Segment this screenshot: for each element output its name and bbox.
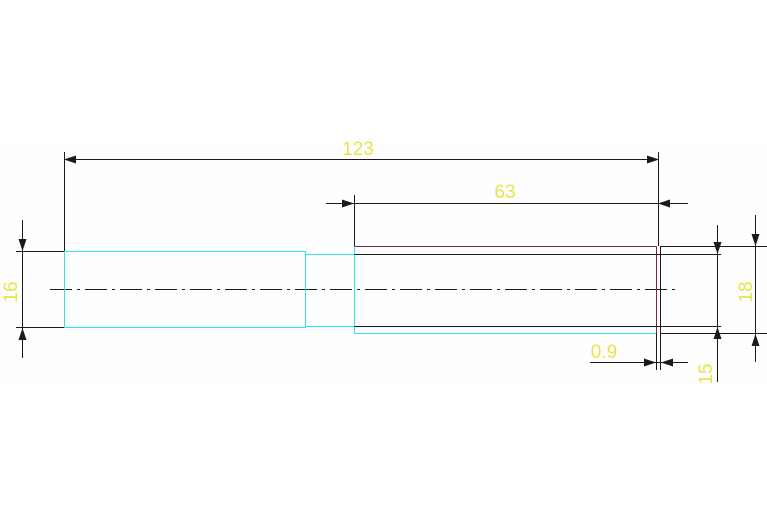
arrow-63-right — [658, 199, 670, 208]
dim-text-right-diameter: 18 — [736, 281, 757, 302]
arrow-09-left — [644, 358, 656, 367]
arrow-09-right — [661, 358, 673, 367]
arrow-18-bottom — [751, 334, 760, 346]
arrow-16-bottom — [18, 328, 27, 340]
drawing-area — [0, 140, 767, 383]
dim-text-overall-length: 123 — [342, 139, 374, 160]
arrow-15-top — [713, 242, 722, 254]
arrow-16-top — [18, 239, 27, 251]
arrow-15-bottom — [713, 327, 722, 339]
dim-text-bottom-value: 15 — [696, 363, 717, 384]
dim-text-step-offset: 0.9 — [591, 342, 617, 363]
dim-text-left-diameter: 16 — [1, 281, 22, 302]
neck-section — [305, 254, 355, 327]
arrow-18-top — [751, 234, 760, 246]
dim-text-right-section-length: 63 — [494, 182, 515, 203]
arrow-63-left — [342, 199, 354, 208]
